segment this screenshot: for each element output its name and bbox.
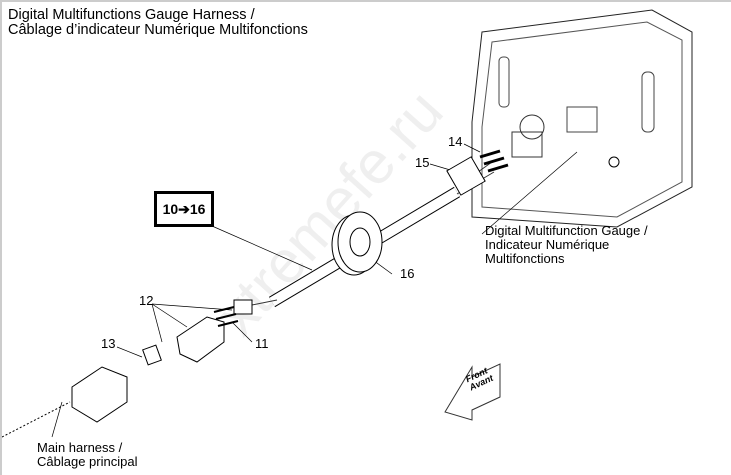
callout-16: 16 xyxy=(400,266,415,281)
callout-11: 11 xyxy=(255,336,269,351)
callout-12: 12 xyxy=(139,293,154,308)
main-harness-line-2: Câblage principal xyxy=(37,454,138,469)
main-harness-wire xyxy=(2,401,71,438)
title-line-1: Digital Multifunctions Gauge Harness / xyxy=(8,7,255,23)
callout-15: 15 xyxy=(415,155,430,170)
callout-13: 13 xyxy=(101,336,116,351)
main-harness-label: Main harness / Câblage principal xyxy=(37,441,137,469)
gauge-body xyxy=(471,9,693,228)
gauge-label-line-3: Multifonctions xyxy=(485,251,565,266)
connector-12 xyxy=(176,299,253,363)
front-arrow-icon xyxy=(444,363,501,421)
main-harness-line-1: Main harness / xyxy=(37,440,123,455)
diagram-title: Digital Multifunctions Gauge Harness / C… xyxy=(8,8,308,38)
reference-box: 10➔16 xyxy=(154,191,214,227)
title-line-2: Câblage d’indicateur Numérique Multifonc… xyxy=(8,22,308,38)
callout-14: 14 xyxy=(448,134,463,149)
grommet xyxy=(331,211,383,276)
leader-lines xyxy=(51,143,578,438)
gauge-label-line-1: Digital Multifunction Gauge / xyxy=(485,223,648,238)
gauge-label-line-2: Indicateur Numérique xyxy=(485,237,610,252)
main-harness-connector xyxy=(71,366,128,423)
pins-14 xyxy=(479,149,509,173)
seal-13 xyxy=(142,344,162,366)
gauge-label: Digital Multifunction Gauge / Indicateur… xyxy=(485,224,648,266)
connector-15 xyxy=(446,156,486,196)
